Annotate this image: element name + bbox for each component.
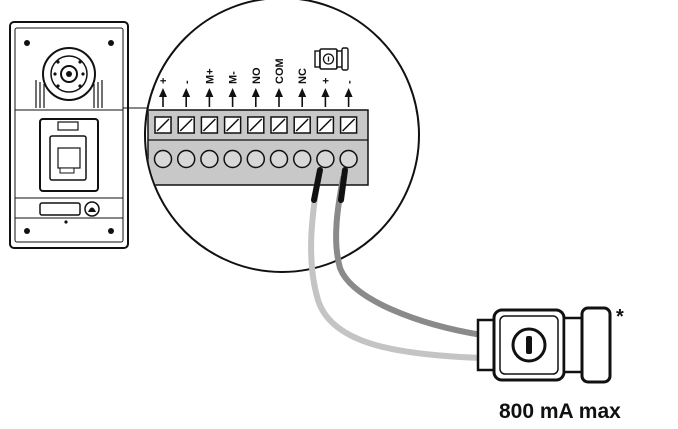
lock-wires <box>308 167 485 361</box>
terminal-hole <box>269 149 289 169</box>
terminal-hole <box>153 149 173 169</box>
terminal-hole <box>176 149 196 169</box>
terminal-labels: + - M+ M- NO COM NC + - <box>158 58 356 84</box>
terminal-screw-slot <box>249 118 263 132</box>
terminal-arrow-head <box>321 88 330 97</box>
terminal-arrow-head <box>159 88 167 97</box>
terminal-hole <box>246 149 266 169</box>
terminal-label: - <box>344 80 356 84</box>
terminal-label: M- <box>228 71 240 84</box>
terminal-screw-slot <box>272 118 286 132</box>
terminal-screws <box>154 116 358 134</box>
wire-light <box>308 175 485 361</box>
terminal-label: + <box>320 78 332 84</box>
terminal-label: - <box>181 80 193 84</box>
terminal-hole <box>292 149 312 169</box>
lock-symbol-icon <box>314 47 349 71</box>
terminal-screw-slot <box>318 118 332 132</box>
terminal-arrow-head <box>275 88 283 97</box>
terminal-screw-slot <box>342 118 356 132</box>
door-intercom-panel-icon <box>9 21 129 249</box>
terminal-arrow-head <box>298 88 307 97</box>
terminal-screw-slot <box>202 118 216 132</box>
terminal-screw-slot <box>179 118 193 132</box>
terminal-label: + <box>158 78 170 84</box>
terminal-arrow-head <box>344 88 353 97</box>
terminal-screw-slot <box>295 118 309 132</box>
terminal-hole <box>200 149 219 169</box>
terminal-arrow-head <box>182 88 191 97</box>
terminal-screw-slot <box>156 118 170 132</box>
terminal-label: NO <box>251 67 263 84</box>
max-current-label: 800 mA max <box>499 400 621 423</box>
terminal-label: NC <box>297 68 309 84</box>
terminal-block <box>147 109 369 186</box>
terminal-hole <box>316 149 335 169</box>
terminal-label: COM <box>274 58 286 84</box>
terminal-arrow-head <box>228 88 237 97</box>
terminal-screw-slot <box>226 118 240 132</box>
terminal-holes <box>153 149 358 169</box>
wire-dark <box>333 175 485 338</box>
terminal-hole <box>339 149 358 169</box>
terminal-hole <box>223 149 242 169</box>
terminal-label: M+ <box>204 68 216 84</box>
terminal-arrow-head <box>205 88 214 97</box>
electric-lock-icon <box>476 306 612 384</box>
terminal-arrow-head <box>251 88 260 97</box>
terminal-arrows <box>159 88 353 107</box>
footnote-mark: * <box>616 306 624 328</box>
